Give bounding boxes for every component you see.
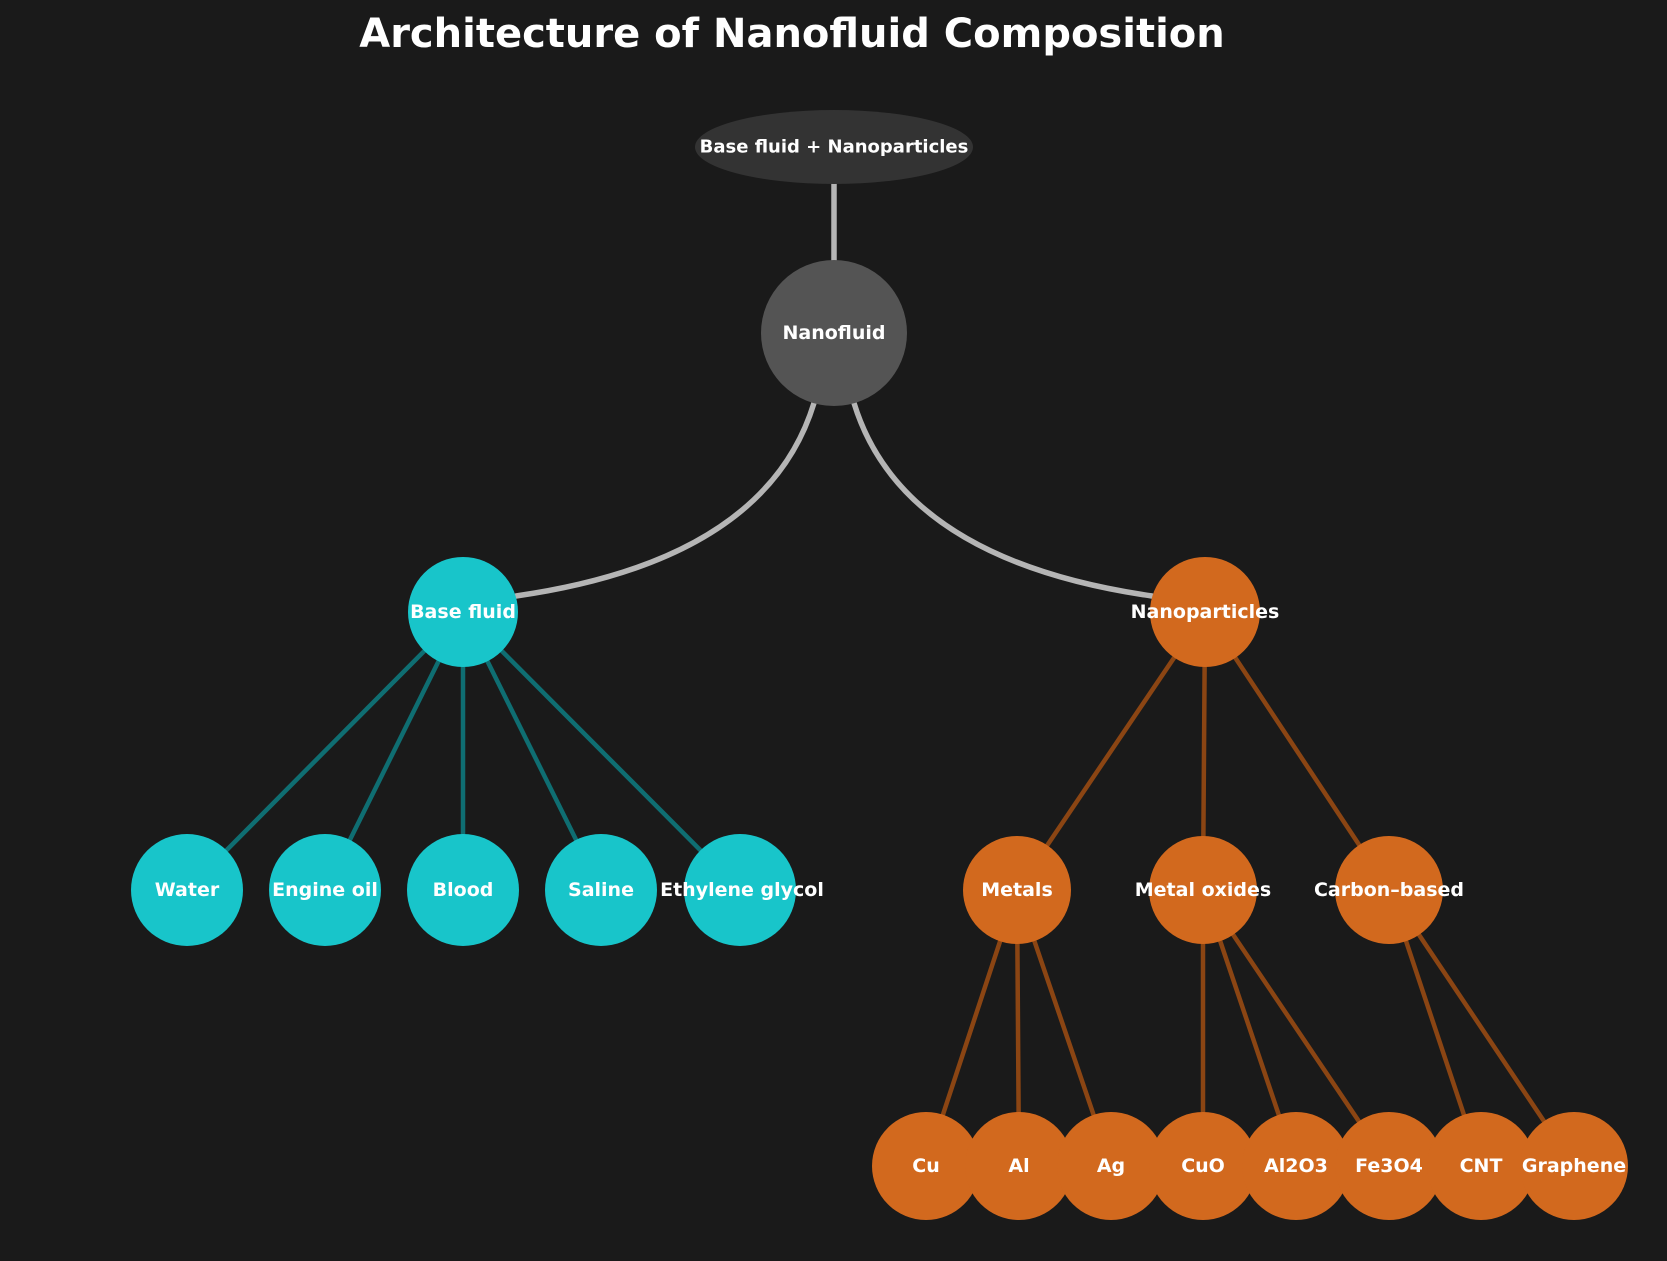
node-cuo-circle xyxy=(1149,1112,1257,1220)
node-cuo-label: CuO xyxy=(1181,1155,1225,1177)
node-carbon-based-label: Carbon–based xyxy=(1314,879,1464,901)
edge-nanoparticles-metals xyxy=(1014,609,1208,893)
node-ag-circle xyxy=(1057,1112,1165,1220)
node-engine-oil-label: Engine oil xyxy=(272,879,378,901)
label-layer: Architecture of Nanofluid Composition Ba… xyxy=(155,11,1626,1177)
node-cnt-circle xyxy=(1427,1112,1535,1220)
node-fe3o4-label: Fe3O4 xyxy=(1355,1155,1423,1177)
node-root-label: Base fluid + Nanoparticles xyxy=(700,137,969,158)
node-water-circle xyxy=(131,834,243,946)
node-ethylene-glycol-circle xyxy=(684,834,796,946)
node-nanoparticles-circle xyxy=(1150,557,1260,667)
node-fe3o4-circle xyxy=(1335,1112,1443,1220)
node-blood-label: Blood xyxy=(433,879,494,901)
node-engine-oil-circle xyxy=(269,834,381,946)
node-water-label: Water xyxy=(155,879,220,901)
node-ethylene-glycol-label: Ethylene glycol xyxy=(660,879,824,901)
node-al2o3-label: Al2O3 xyxy=(1264,1155,1328,1177)
node-metal-oxides-label: Metal oxides xyxy=(1135,879,1271,901)
node-root-ellipse xyxy=(695,110,973,184)
node-base-fluid-circle xyxy=(408,557,518,667)
edge-nanofluid-base-fluid xyxy=(513,400,817,599)
node-graphene-circle xyxy=(1520,1112,1628,1220)
node-graphene-label: Graphene xyxy=(1522,1155,1626,1177)
node-cu-circle xyxy=(872,1112,980,1220)
node-nanofluid-circle xyxy=(761,260,907,406)
node-al2o3-circle xyxy=(1242,1112,1350,1220)
node-metal-oxides-circle xyxy=(1149,836,1257,944)
node-ag-label: Ag xyxy=(1097,1155,1125,1177)
edge-carbon-based-graphene xyxy=(1386,887,1577,1169)
node-saline-circle xyxy=(545,834,657,946)
page-title: Architecture of Nanofluid Composition xyxy=(359,11,1225,57)
edge-nanoparticles-carbon-based xyxy=(1202,609,1392,893)
node-al-circle xyxy=(965,1112,1073,1220)
node-nanofluid-label: Nanofluid xyxy=(782,322,885,344)
node-carbon-based-circle xyxy=(1335,836,1443,944)
node-metals-circle xyxy=(963,836,1071,944)
node-al-label: Al xyxy=(1008,1155,1029,1177)
node-base-fluid-label: Base fluid xyxy=(410,601,516,623)
edge-nanofluid-nanoparticles xyxy=(851,400,1155,599)
node-cu-label: Cu xyxy=(912,1155,939,1177)
edge-base-fluid-water xyxy=(184,609,466,893)
node-blood-circle xyxy=(407,834,519,946)
node-cnt-label: CNT xyxy=(1460,1155,1503,1177)
node-layer xyxy=(131,110,1628,1220)
node-saline-label: Saline xyxy=(568,879,634,901)
edge-metal-oxides-fe3o4 xyxy=(1200,887,1392,1169)
edge-base-fluid-ethylene-glycol xyxy=(460,609,743,893)
node-nanoparticles-label: Nanoparticles xyxy=(1131,601,1280,623)
node-metals-label: Metals xyxy=(981,879,1053,901)
